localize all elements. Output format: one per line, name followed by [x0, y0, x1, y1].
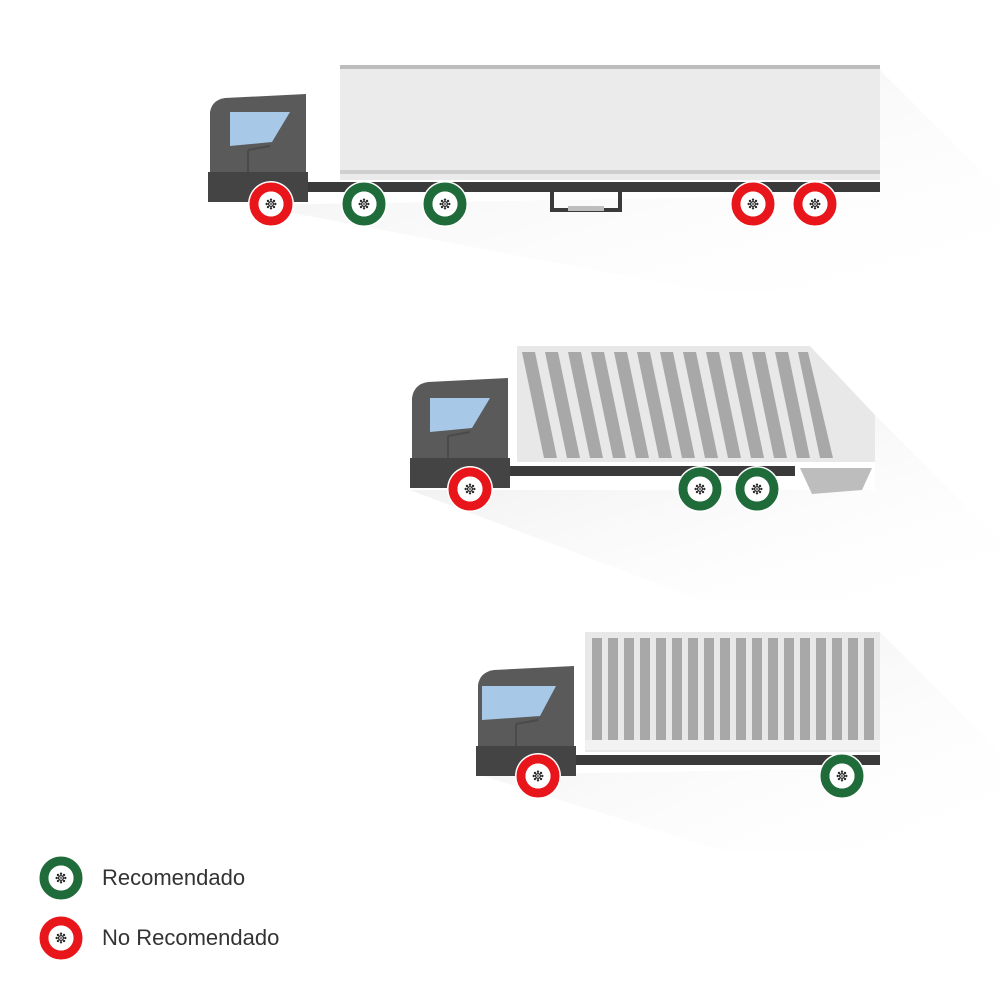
- dump-stripe: [568, 352, 603, 458]
- cab-door-line: [247, 145, 271, 151]
- tire-hub-icon: [265, 198, 277, 210]
- truck-dump: [410, 346, 1000, 600]
- container-stripe: [672, 638, 682, 740]
- container-stripe: [800, 638, 810, 740]
- tire-1-2: [341, 181, 387, 227]
- tire-2-2: [677, 466, 723, 512]
- tire-hub-icon: [439, 198, 451, 210]
- tire-2-3: [734, 466, 780, 512]
- container-stripe: [624, 638, 634, 740]
- trailer-body: [340, 65, 880, 180]
- cab-door-line: [515, 719, 539, 725]
- tire-ring: [249, 182, 293, 226]
- landing-gear-plate: [568, 206, 604, 211]
- dump-stripe: [683, 352, 718, 458]
- dump-stripe: [660, 352, 695, 458]
- dump-stripe: [798, 352, 833, 458]
- container-stripe: [864, 638, 874, 740]
- tire-hub-icon: [694, 483, 706, 495]
- cab-window: [430, 398, 490, 432]
- tire-ring: [448, 467, 492, 511]
- dump-stripe: [729, 352, 764, 458]
- container-stripe: [640, 638, 650, 740]
- trailer-bottom-trim: [340, 170, 880, 174]
- tire-1-3: [422, 181, 468, 227]
- tire-hub-icon: [836, 770, 848, 782]
- container-stripe: [784, 638, 794, 740]
- green-tire-icon: [38, 855, 84, 901]
- container-stripe: [608, 638, 618, 740]
- tire-1-4: [730, 181, 776, 227]
- tire-3-2: [819, 753, 865, 799]
- legend-item-not-recommended: No Recomendado: [38, 915, 279, 961]
- container-stripe: [656, 638, 666, 740]
- tire-hub-icon: [358, 198, 370, 210]
- dump-tailgate: [800, 468, 872, 494]
- shadow: [480, 632, 1000, 850]
- dump-stripe: [706, 352, 741, 458]
- tire-hub-icon: [464, 483, 476, 495]
- tire-hub-icon: [747, 198, 759, 210]
- tire-ring: [731, 182, 775, 226]
- tire-ring: [342, 182, 386, 226]
- tire-ring: [735, 467, 779, 511]
- tire-ring: [516, 754, 560, 798]
- truck-box: [476, 632, 1000, 850]
- cab-window: [230, 112, 290, 146]
- container-bottom-band: [585, 740, 880, 750]
- tire-1-5: [792, 181, 838, 227]
- tire-1-1: [248, 181, 294, 227]
- tire-ring: [793, 182, 837, 226]
- container-stripe: [816, 638, 826, 740]
- container-stripe: [720, 638, 730, 740]
- dump-stripe: [752, 352, 787, 458]
- tire-hub-icon: [751, 483, 763, 495]
- chassis-rail: [560, 755, 880, 765]
- container-stripe: [752, 638, 762, 740]
- cab-door-line: [447, 431, 471, 437]
- legend-label-not-recommended: No Recomendado: [102, 925, 280, 950]
- tire-hub-icon: [532, 770, 544, 782]
- tire-ring: [39, 856, 83, 900]
- tire-hub-icon: [55, 932, 67, 944]
- container-stripe: [592, 638, 602, 740]
- shadow: [250, 70, 1000, 290]
- legend-label-recommended: Recomendado: [102, 865, 246, 890]
- trailer-top-trim: [340, 65, 880, 69]
- tire-hub-icon: [809, 198, 821, 210]
- container-stripe: [688, 638, 698, 740]
- chassis-rail: [495, 466, 795, 476]
- dump-stripe: [637, 352, 672, 458]
- dump-stripe: [614, 352, 649, 458]
- tire-ring: [678, 467, 722, 511]
- container-stripe: [768, 638, 778, 740]
- legend-item-recommended: Recomendado: [38, 855, 245, 901]
- tire-3-1: [515, 753, 561, 799]
- truck-tractor-trailer: [208, 65, 1000, 290]
- tire-hub-icon: [55, 872, 67, 884]
- dump-stripe: [775, 352, 810, 458]
- tire-ring: [820, 754, 864, 798]
- chassis-rail: [240, 182, 880, 192]
- dump-stripe: [522, 352, 557, 458]
- tire-ring: [39, 916, 83, 960]
- container-stripe: [736, 638, 746, 740]
- container-stripe: [832, 638, 842, 740]
- tire-ring: [423, 182, 467, 226]
- container-stripes: [592, 638, 874, 747]
- dump-stripe: [591, 352, 626, 458]
- container-body: [585, 632, 880, 752]
- dump-body-stripes: [522, 352, 833, 458]
- container-stripe: [848, 638, 858, 740]
- container-stripe: [704, 638, 714, 740]
- dump-stripe: [545, 352, 580, 458]
- red-tire-icon: [38, 915, 84, 961]
- tire-2-1: [447, 466, 493, 512]
- cab-window: [482, 686, 556, 720]
